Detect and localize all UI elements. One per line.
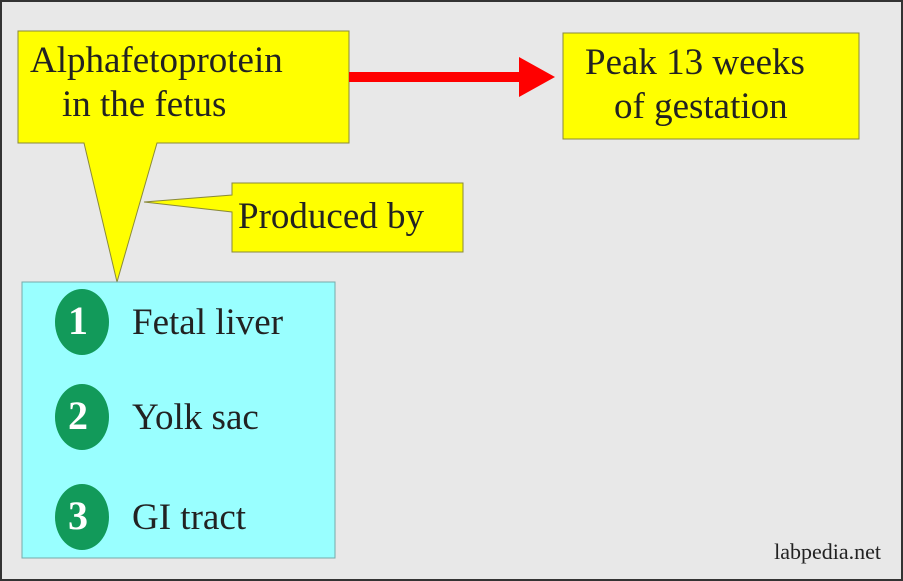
produced-callout: [143, 182, 464, 253]
badge-number-2: 2: [68, 393, 88, 438]
watermark: labpedia.net: [774, 539, 881, 564]
main-callout: [17, 30, 350, 284]
main-title-line2: in the fetus: [62, 84, 227, 125]
badge-number-3: 3: [68, 493, 88, 538]
peak-line1: Peak 13 weeks: [585, 42, 805, 83]
produced-by-label: Produced by: [238, 196, 424, 237]
number-badge-3: [55, 484, 109, 550]
number-badge-2: [55, 384, 109, 450]
arrow-shaft: [349, 72, 521, 82]
arrow-head: [519, 57, 555, 97]
source-label-2: Yolk sac: [132, 397, 259, 438]
source-label-1: Fetal liver: [132, 302, 284, 343]
source-label-3: GI tract: [132, 497, 247, 538]
peak-box: [562, 32, 860, 140]
number-badge-1: [55, 289, 109, 355]
badge-number-1: 1: [68, 298, 88, 343]
main-title-line1: Alphafetoprotein: [30, 40, 283, 81]
peak-line2: of gestation: [614, 86, 788, 127]
